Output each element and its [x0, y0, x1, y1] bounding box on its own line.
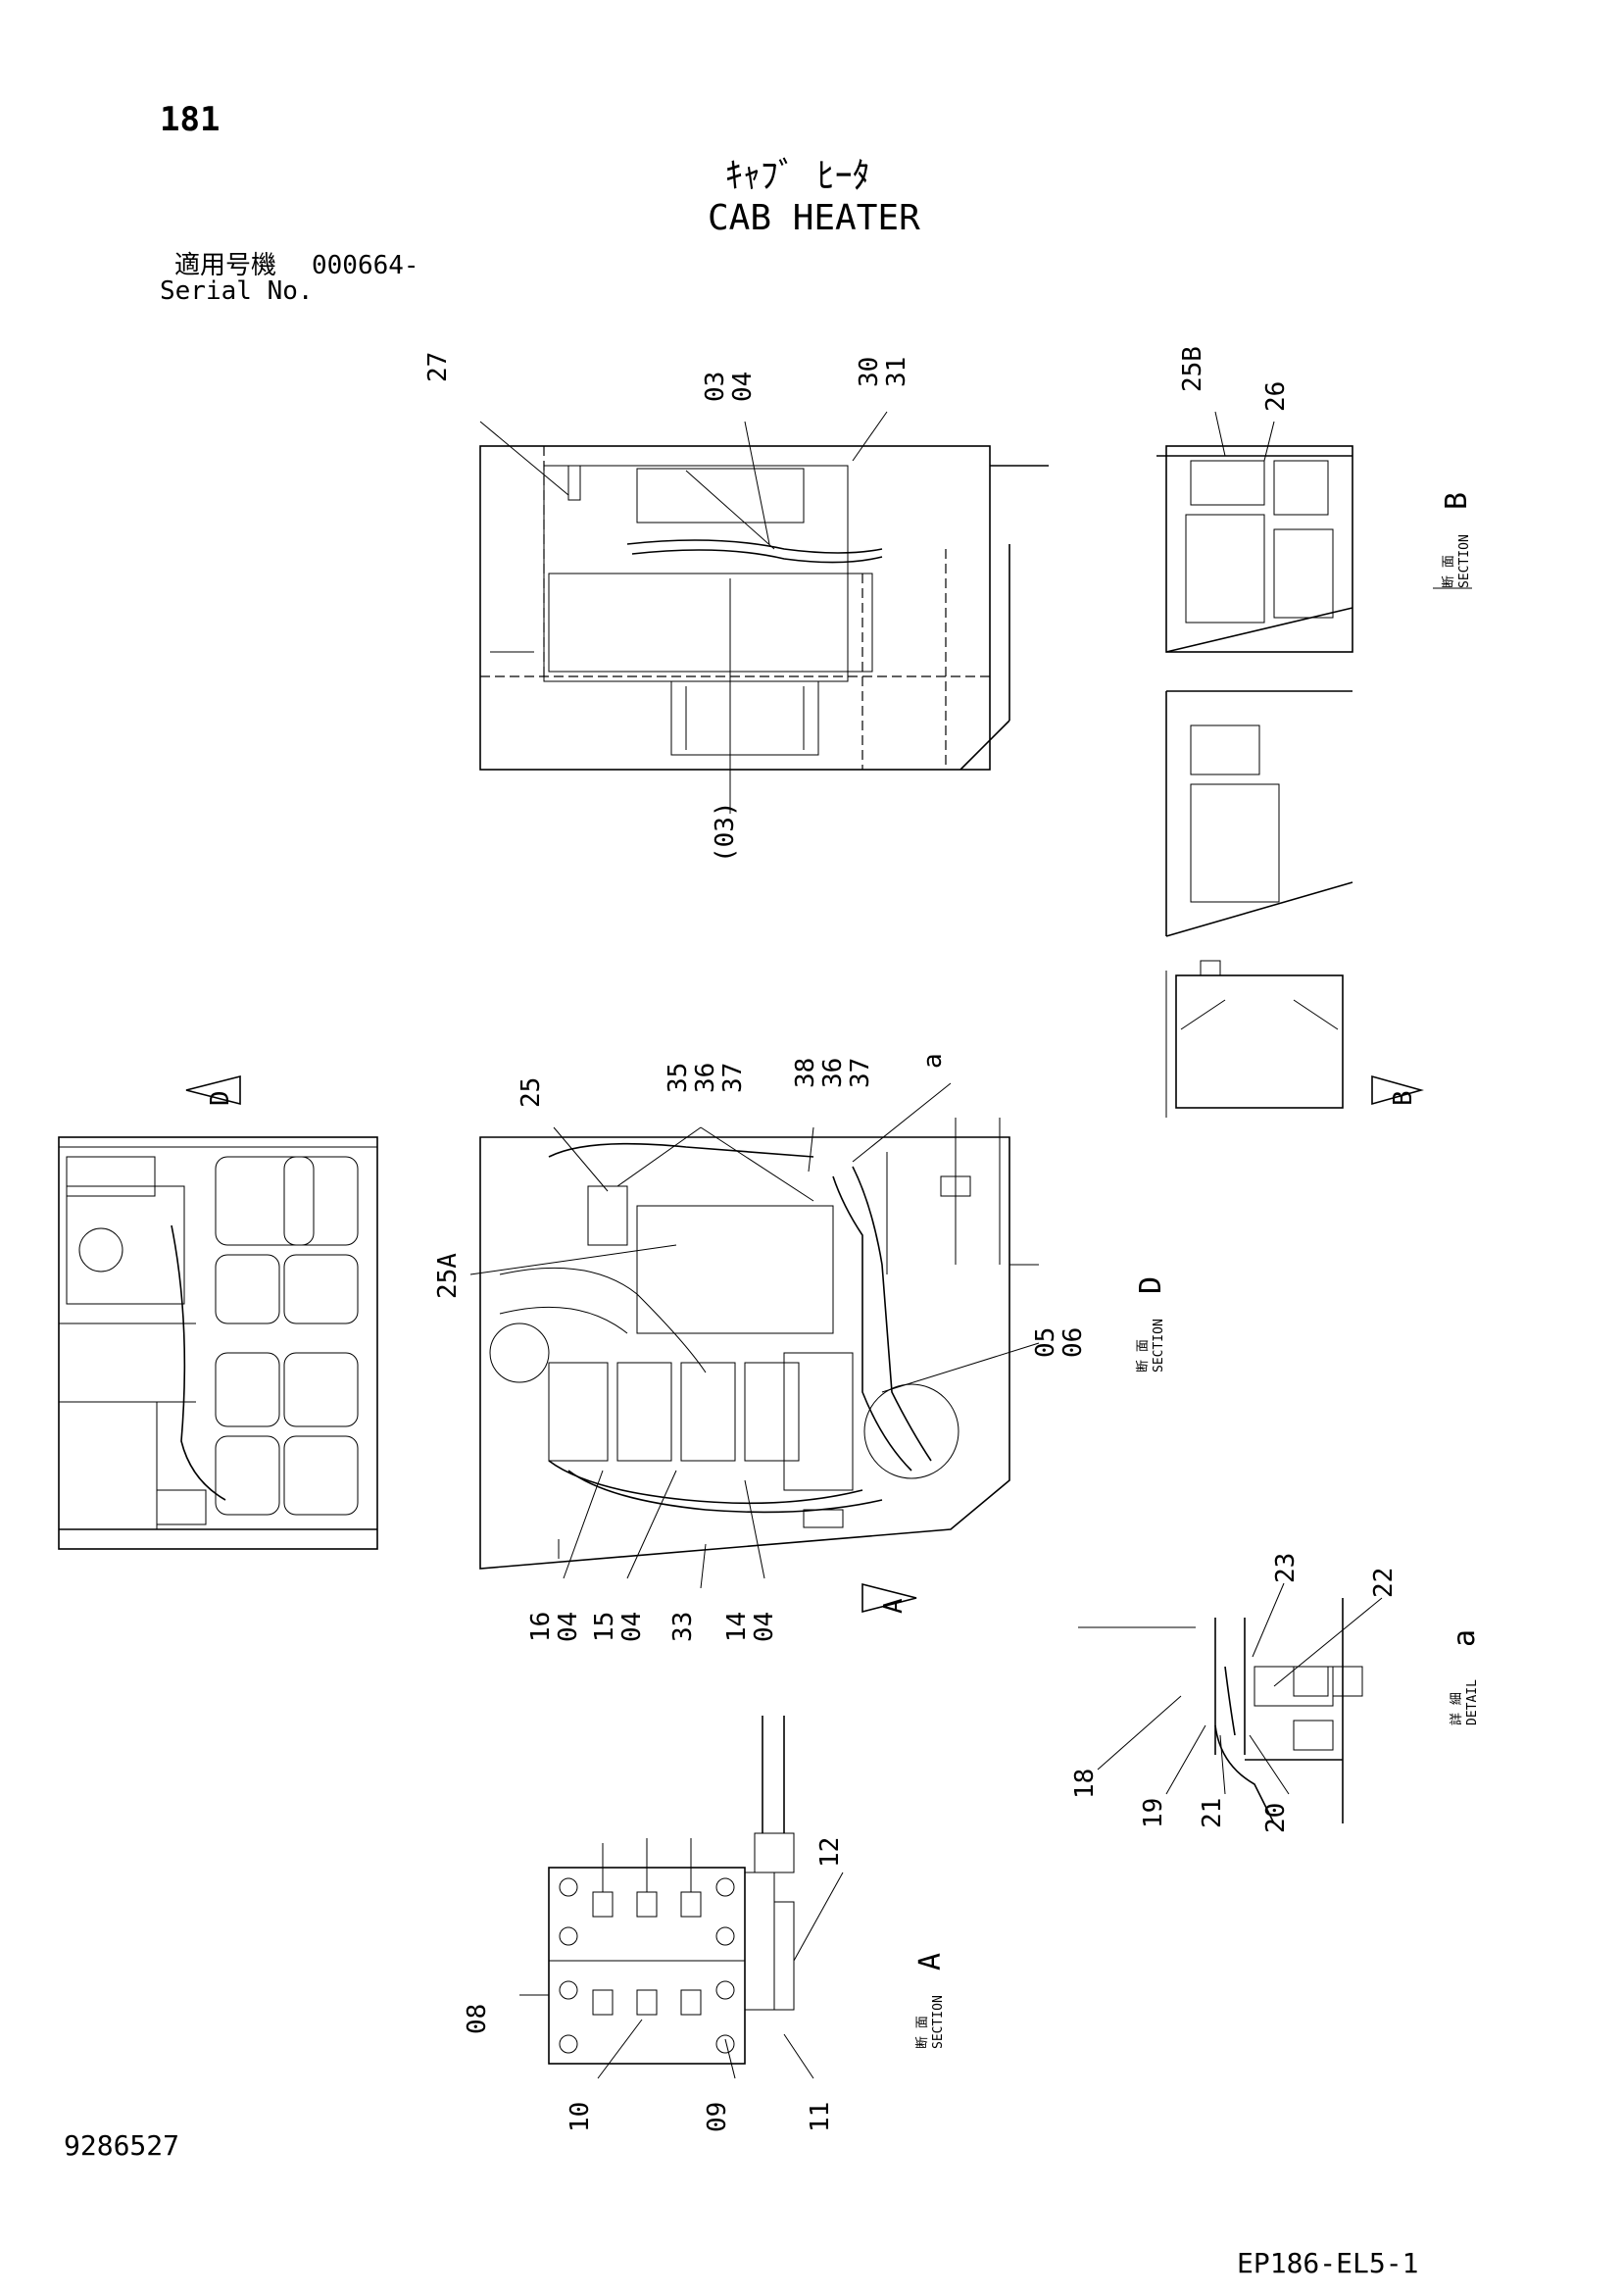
main-plan-view	[469, 1082, 1040, 1589]
callout-12: 12	[815, 1837, 845, 1868]
callout-25b: 25B	[1178, 346, 1207, 392]
section-d-en: SECTION	[1152, 1319, 1166, 1373]
callout-23: 23	[1271, 1553, 1301, 1583]
callout-05-06: 0506	[1031, 1327, 1088, 1358]
callout-03-04: 0304	[701, 372, 758, 402]
callout-03-paren: (03)	[711, 801, 740, 863]
detail-a-en: DETAIL	[1465, 1679, 1480, 1725]
section-b-en: SECTION	[1457, 534, 1472, 588]
left-side-view	[58, 1136, 378, 1550]
callout-21: 21	[1198, 1798, 1227, 1828]
section-a-label: 断 面 SECTION A	[913, 1953, 948, 2049]
callout-27: 27	[423, 352, 453, 382]
callout-25a: 25A	[433, 1253, 463, 1299]
section-a-view	[519, 1716, 844, 2079]
callout-11: 11	[806, 2102, 835, 2132]
section-a-letter: A	[913, 1953, 948, 1971]
callout-a: a	[918, 1053, 948, 1069]
section-b-letter: B	[1440, 492, 1474, 510]
section-b-label: 断 面 SECTION B	[1433, 492, 1474, 589]
callout-35-36-37: 353637	[664, 1063, 748, 1093]
callout-33: 33	[668, 1612, 698, 1642]
section-b-frame	[1165, 445, 1353, 653]
section-b-jp: 断 面	[1442, 555, 1456, 588]
callout-20: 20	[1261, 1803, 1291, 1833]
arrow-a-letter: A	[879, 1598, 909, 1614]
detail-a-label: 詳 細 DETAIL a	[1448, 1629, 1482, 1725]
callout-15-04: 1504	[590, 1612, 647, 1642]
callout-18: 18	[1070, 1769, 1100, 1799]
drawing-code: EP186-EL5-1	[1237, 2247, 1419, 2279]
callout-09: 09	[703, 2102, 732, 2132]
left-view-frame	[58, 1136, 378, 1550]
callout-26: 26	[1261, 381, 1291, 412]
callout-30-31: 3031	[855, 357, 911, 387]
callout-19: 19	[1139, 1798, 1168, 1828]
main-view-frame	[479, 1136, 1010, 1570]
detail-a-letter: a	[1448, 1629, 1482, 1647]
part-number: 9286527	[64, 2129, 180, 2162]
detail-a-view	[1078, 1582, 1383, 1824]
section-d-jp: 断 面	[1136, 1339, 1151, 1373]
title-english: CAB HEATER	[708, 198, 920, 238]
view-arrow-a: A	[861, 1582, 917, 1614]
section-d-letter: D	[1134, 1276, 1168, 1294]
serial-label-english: Serial No.	[160, 276, 314, 306]
arrow-b-letter: B	[1389, 1090, 1418, 1106]
callout-10: 10	[566, 2102, 595, 2132]
top-view-frame	[479, 445, 991, 771]
view-arrow-b: B	[1371, 1074, 1424, 1106]
section-b-view	[1156, 411, 1353, 1118]
callout-22: 22	[1369, 1568, 1399, 1598]
section-d-label: 断 面 SECTION D	[1134, 1276, 1168, 1373]
view-arrow-d: D	[185, 1074, 241, 1106]
detail-a-jp: 詳 細	[1449, 1692, 1464, 1725]
callout-25: 25	[516, 1077, 546, 1108]
top-view	[479, 411, 1049, 814]
arrow-d-letter: D	[206, 1090, 235, 1106]
callout-14-04: 1404	[722, 1612, 779, 1642]
section-a-frame	[548, 1867, 746, 2065]
callout-16-04: 1604	[526, 1612, 583, 1642]
section-a-en: SECTION	[931, 1995, 946, 2049]
serial-number: 000664-	[312, 251, 419, 280]
callout-38-36-37: 383637	[791, 1058, 875, 1088]
title-japanese: ｷｬﾌﾞ ﾋｰﾀ	[725, 156, 870, 196]
serial-label-japanese: 適用号機	[174, 251, 277, 280]
page-number: 181	[160, 100, 221, 139]
callout-08: 08	[463, 2004, 492, 2034]
section-a-jp: 断 面	[915, 2016, 930, 2049]
